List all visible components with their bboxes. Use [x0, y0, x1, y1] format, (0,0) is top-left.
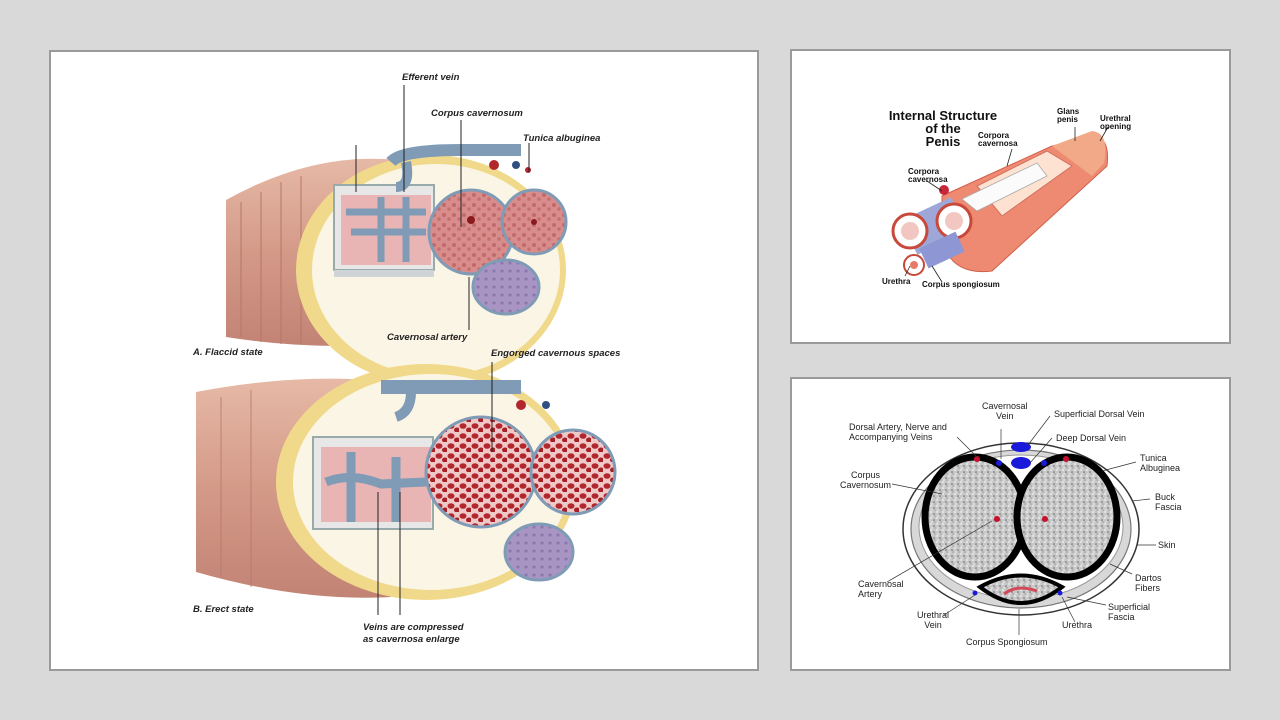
corpus-cavernosum-label: Corpus cavernosum [431, 108, 523, 119]
dartos-fibers-label: Dartos Fibers [1135, 573, 1162, 593]
urethral-vein-label: Urethral Vein [917, 610, 950, 630]
glans-penis-label: Glans penis [1057, 107, 1080, 124]
flaccid-erect-illustration [196, 85, 617, 615]
buck-fascia-label: Buck Fascia [1155, 492, 1182, 512]
deep-dorsal-vein-label: Deep Dorsal Vein [1056, 433, 1127, 443]
superficial-fascia-label: Superficial Fascia [1108, 602, 1151, 622]
cavernosal-artery-label: Cavernosal artery [387, 332, 468, 343]
flaccid-cross-section [226, 144, 568, 385]
internal-structure-title: Internal Structure of the Penis [888, 108, 998, 149]
dorsal-artery-label: Dorsal Artery, Nerve and Accompanying Ve… [849, 422, 947, 442]
internal-structure-illustration [891, 126, 1109, 283]
corpus-spongiosum-label: Corpus spongiosum [922, 280, 1000, 289]
leader-lines-b [904, 126, 1109, 283]
corpora-cavernosa-top-label: Corpora cavernosa [978, 131, 1018, 148]
tunica-albuginea-label: Tunica Albuginea [1140, 453, 1181, 473]
panel-cross-section-labeled: Cavernosal Vein Superficial Dorsal Vein … [790, 377, 1231, 671]
panel-internal-structure: Internal Structure of the Penis Glans pe… [790, 49, 1231, 344]
panel-flaccid-erect-diagram: Efferent vein Corpus cavernosum Tunica a… [49, 50, 759, 671]
corpus-spongiosum-label: Corpus Spongiosum [966, 637, 1048, 647]
leader-lines-a [355, 85, 530, 615]
tunica-albuginea-label: Tunica albuginea [523, 133, 601, 144]
urethral-opening-label: Urethral opening [1100, 114, 1132, 131]
cavernosal-artery-label: Cavernosal Artery [858, 579, 904, 599]
cavernosal-vein-label: Cavernosal Vein [982, 401, 1028, 421]
cross-section-illustration [886, 415, 1156, 635]
urethra-label: Urethra [1062, 620, 1093, 630]
urethra-label: Urethra [882, 277, 911, 286]
veins-compressed-label: Veins are compressed as cavernosa enlarg… [363, 622, 464, 645]
corpus-cavernosum-label: Corpus Cavernosum [840, 470, 892, 490]
skin-label: Skin [1158, 540, 1176, 550]
efferent-vein-label: Efferent vein [402, 72, 460, 83]
erect-cross-section [196, 364, 617, 600]
corpora-cavernosa-left-label: Corpora cavernosa [908, 167, 948, 184]
superficial-dorsal-vein-label: Superficial Dorsal Vein [1054, 409, 1145, 419]
flaccid-state-label: A. Flaccid state [193, 347, 263, 358]
erect-state-label: B. Erect state [193, 604, 254, 615]
leader-lines-c [886, 415, 1156, 635]
engorged-spaces-label: Engorged cavernous spaces [491, 348, 621, 359]
